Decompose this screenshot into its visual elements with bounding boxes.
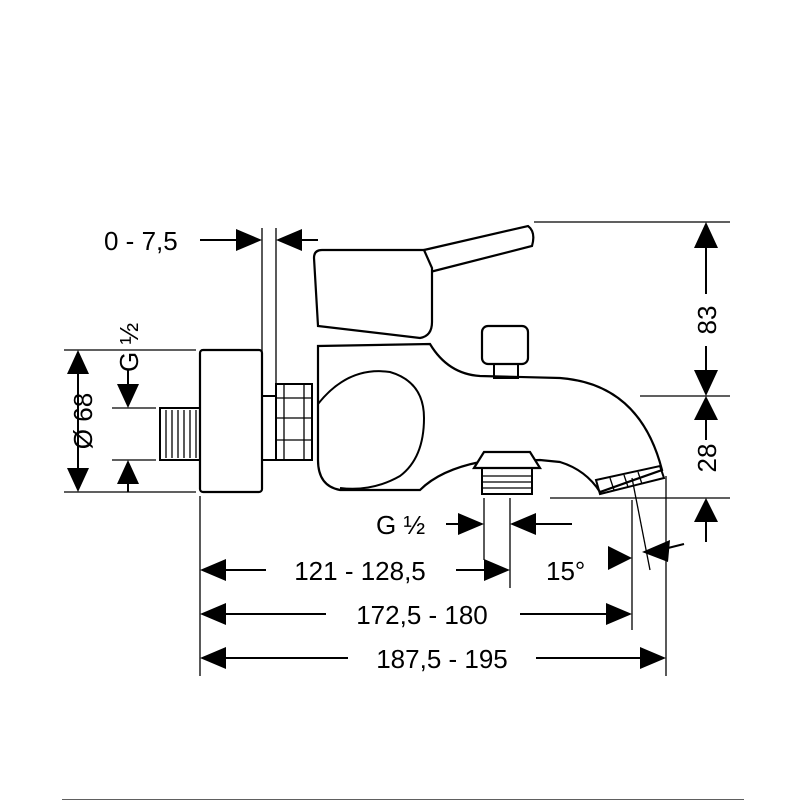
- spout-aerator: [594, 464, 666, 496]
- hex-nut: [261, 383, 313, 461]
- label-height-bottom: 28: [692, 444, 722, 473]
- diverter-knob: [480, 324, 530, 379]
- label-thread-bottom: G ½: [376, 510, 425, 540]
- body-medallion: [317, 370, 426, 490]
- shower-outlet: [472, 450, 542, 495]
- mixer-body: [316, 342, 664, 494]
- label-diameter: Ø 68: [68, 393, 98, 449]
- label-angle: 15°: [546, 556, 585, 586]
- cartridge-housing: [312, 248, 434, 340]
- dimension-labels: 0 - 7,5 G ½ Ø 68 83 28 G ½ 15° 121 - 128…: [68, 226, 722, 674]
- lever-handle: [422, 224, 535, 274]
- label-length-1: 121 - 128,5: [294, 556, 426, 586]
- label-height-top: 83: [692, 306, 722, 335]
- faucet-drawing: [159, 224, 666, 496]
- label-length-3: 187,5 - 195: [376, 644, 508, 674]
- dimension-lines: [62, 221, 744, 800]
- inlet-thread: [159, 407, 201, 461]
- wall-rosette: [198, 348, 264, 494]
- label-thread-left: G ½: [114, 323, 144, 372]
- label-length-2: 172,5 - 180: [356, 600, 488, 630]
- label-adjust-range: 0 - 7,5: [104, 226, 178, 256]
